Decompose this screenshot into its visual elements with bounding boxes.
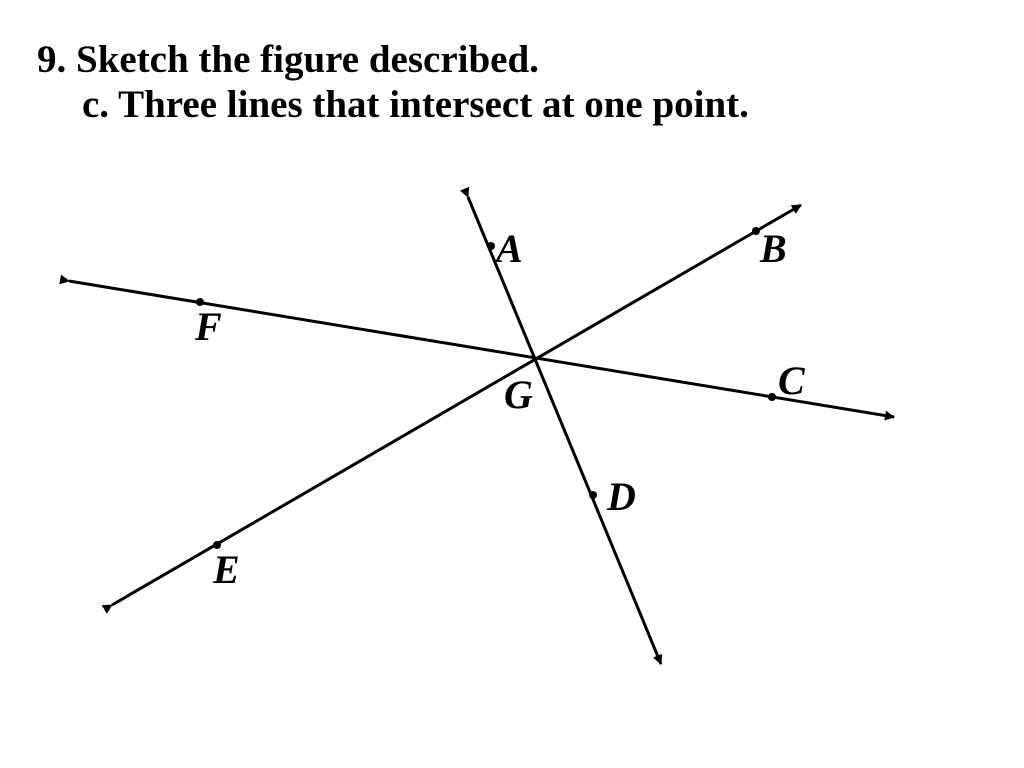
line-eb bbox=[101, 203, 802, 614]
point-e-label: E bbox=[212, 547, 240, 592]
point-f-label: F bbox=[194, 304, 222, 349]
point-a-dot bbox=[487, 242, 495, 250]
line-ad bbox=[459, 186, 663, 665]
point-c-dot bbox=[768, 393, 776, 401]
point-c-label: C bbox=[778, 358, 806, 403]
point-b-dot bbox=[752, 227, 760, 235]
point-a-label: A bbox=[493, 226, 523, 271]
point-b-label: B bbox=[759, 226, 787, 271]
point-d-dot bbox=[589, 491, 597, 499]
point-d-label: D bbox=[606, 474, 636, 519]
point-g-label: G bbox=[504, 372, 533, 417]
problem-title: 9. Sketch the figure described. bbox=[37, 38, 539, 81]
problem-part: c. Three lines that intersect at one poi… bbox=[82, 83, 749, 126]
point-f-dot bbox=[196, 298, 204, 306]
point-e-dot bbox=[213, 541, 221, 549]
